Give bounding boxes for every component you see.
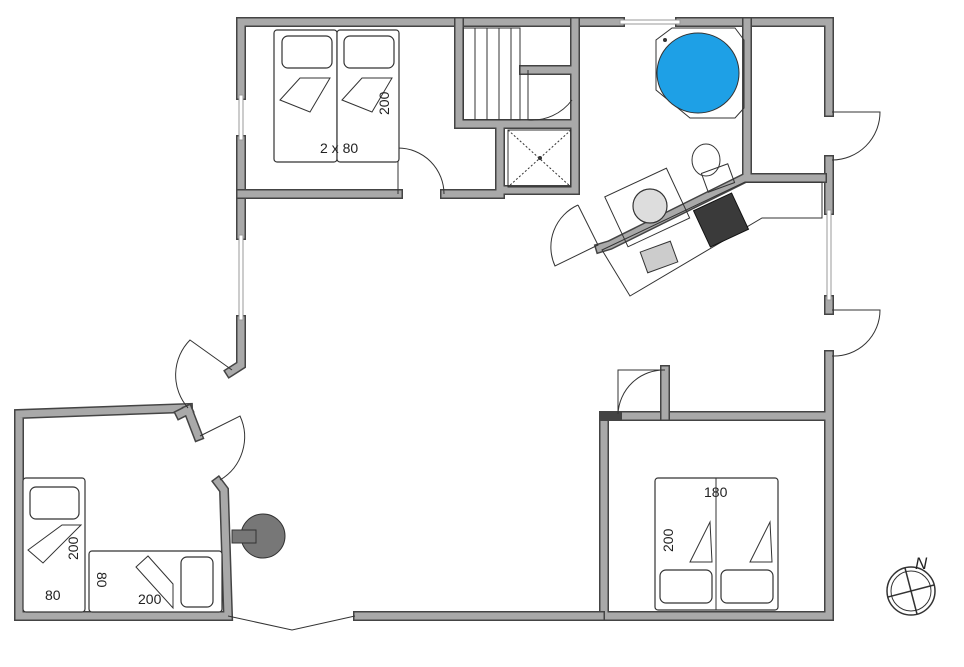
- double-bed-right: [654, 477, 779, 611]
- bed-size-label: 80: [94, 572, 110, 588]
- door: [831, 111, 881, 161]
- bed-size-label: 80: [45, 587, 61, 603]
- north-compass-icon: N: [886, 554, 936, 616]
- washbasin: [604, 167, 691, 248]
- window: [826, 209, 832, 301]
- door: [831, 309, 881, 357]
- bed-size-label: 200: [138, 591, 162, 607]
- bed-size-label: 200: [376, 91, 392, 115]
- shower: [507, 129, 572, 188]
- window: [619, 19, 681, 25]
- door: [527, 70, 573, 121]
- bed-size-label: 180: [704, 484, 728, 500]
- window: [238, 94, 244, 141]
- walls: [13, 17, 834, 621]
- toilet: [691, 143, 736, 193]
- door: [550, 204, 599, 267]
- bed-size-label: 200: [660, 528, 676, 552]
- double-bed-top: [273, 29, 400, 163]
- windows: [227, 19, 832, 631]
- stairs: [462, 27, 521, 121]
- stove-icon: [692, 192, 750, 248]
- door: [617, 369, 666, 415]
- bed-size-label: 2 x 80: [320, 140, 358, 156]
- hot-tub: [655, 27, 745, 119]
- door: [397, 147, 445, 195]
- compass-north-label: N: [915, 554, 928, 573]
- doors: [175, 70, 881, 481]
- door: [199, 415, 246, 481]
- kitchen-counter: [601, 181, 823, 297]
- window: [238, 234, 244, 321]
- window: [227, 615, 356, 631]
- single-beds-left: [22, 477, 223, 613]
- wood-stove: [231, 513, 286, 559]
- door: [175, 339, 233, 409]
- sink-icon: [639, 240, 679, 274]
- bed-size-label: 200: [65, 536, 81, 560]
